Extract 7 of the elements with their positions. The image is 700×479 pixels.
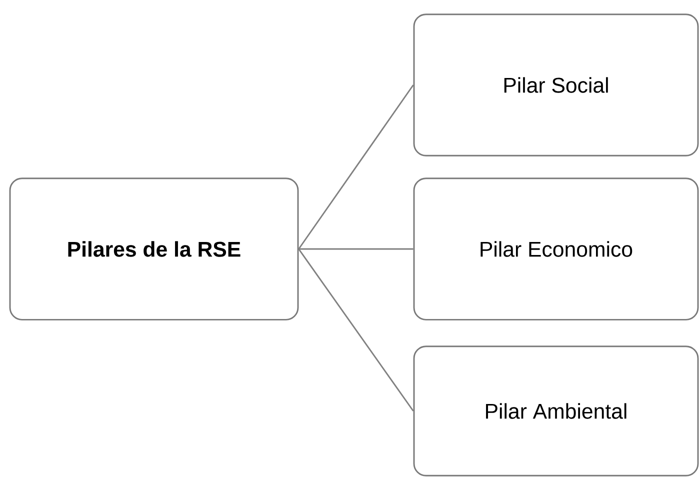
connector-line	[298, 248, 414, 412]
connector-line	[298, 84, 414, 250]
rounded-box: Pilar Economico	[413, 178, 699, 320]
connector-line	[298, 248, 414, 250]
rounded-box: Pilar Ambiental	[413, 346, 699, 476]
rounded-box: Pilares de la RSE	[9, 178, 299, 320]
rounded-box: Pilar Social	[413, 14, 699, 156]
